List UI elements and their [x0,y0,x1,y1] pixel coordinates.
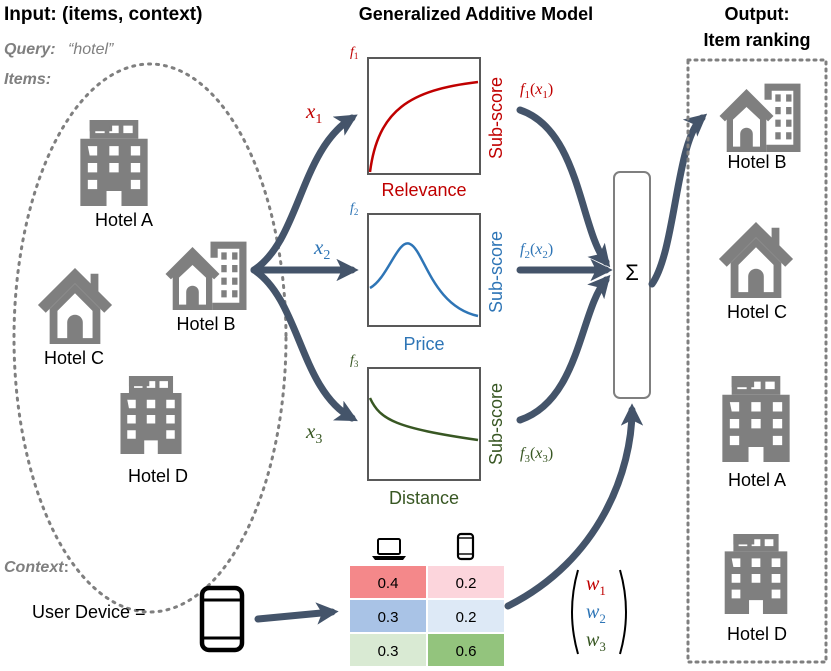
f3x3-label: f3(x3) [520,445,553,465]
f2x2-label: f2(x2) [520,241,553,261]
apartment-building-icon [80,120,148,206]
f1-curve [368,80,479,173]
query-label: Query: [4,41,56,58]
weight-vector: w1 w2 w3 [571,569,627,655]
house-icon [37,267,113,344]
apartment-building-icon [120,376,182,454]
weights-cell-value: 0.3 [378,643,399,660]
right-paren [619,569,627,655]
weights-cell [428,634,504,666]
house-icon [718,221,794,298]
ranked-item-4-label: Hotel D [727,624,787,644]
f1-sub-score-label: Sub-score [486,77,506,159]
item-label-hotel-b: Hotel B [176,314,235,334]
left-paren [571,569,579,655]
x3-label: x3 [305,419,322,447]
arrow-to-f3 [250,266,358,422]
arrow-table-to-sum [504,403,644,610]
input-title: Input: (items, context) [4,4,202,25]
feature-arrows [250,114,359,422]
f2-axis-label: Price [403,334,444,354]
user-device-label: User Device = [32,602,146,622]
item-label-hotel-a: Hotel A [95,210,153,230]
x1-label: x1 [305,99,322,127]
weights-cell-value: 0.2 [456,575,477,592]
apartment-building-icon [724,534,788,614]
arrow-f1-to-sum [516,106,611,268]
weights-cell [350,566,426,598]
arrow-to-f1 [250,114,358,274]
f3-curve [368,397,479,442]
items-group-outline [12,62,288,614]
f1x1-label: f1(x1) [520,81,553,101]
weights-cell [428,600,504,632]
apartment-building-icon [722,376,790,462]
f3-sub-score-label: Sub-score [486,383,506,465]
weights-cell-value: 0.6 [456,643,477,660]
weights-cell-value: 0.2 [456,609,477,626]
weights-cell [350,600,426,632]
f2-label: f2 [350,201,358,217]
f3-plot-frame [367,367,481,481]
f2-curve [369,242,479,318]
arrow-device-to-table [254,602,339,625]
w3-label: w3 [586,629,606,654]
arrow-sum-to-output [648,113,708,288]
f3-axis-label: Distance [389,488,459,508]
sum-arrows [516,106,613,424]
weights-cell [350,634,426,666]
phone-icon [456,532,475,561]
weights-cell-value: 0.3 [378,609,399,626]
output-title-line1: Output: [725,4,790,24]
context-label: Context: [4,559,69,576]
weights-cell-value: 0.4 [378,575,399,592]
items-label: Items: [4,71,51,88]
item-label-hotel-c: Hotel C [44,348,104,368]
output-ranking-outline [686,58,828,664]
ranked-item-3-label: Hotel A [728,470,786,490]
phone-icon [199,585,245,653]
output-title-line2: Item ranking [703,30,810,50]
arrow-f3-to-sum [516,274,611,424]
f3-label: f3 [350,353,359,369]
f2-sub-score-label: Sub-score [486,231,506,313]
sum-symbol: Σ [625,260,639,285]
sum-box [613,171,651,399]
model-title: Generalized Additive Model [359,4,593,24]
f1-plot-frame [367,57,481,175]
house-with-building-icon [165,241,247,310]
x2-label: x2 [313,235,330,263]
weights-table: 0.4 0.2 0.3 0.2 0.3 0.6 [350,566,504,666]
query-value: “hotel” [68,41,114,58]
f1-axis-label: Relevance [381,180,466,200]
ranked-item-2-label: Hotel C [727,302,787,322]
w1-label: w1 [586,573,606,598]
item-label-hotel-d: Hotel D [128,466,188,486]
ranked-item-1-label: Hotel B [727,152,786,172]
f1-label: f1 [350,45,358,61]
house-with-building-icon [719,83,801,152]
laptop-icon [372,538,406,560]
weights-cell [428,566,504,598]
w2-label: w2 [586,601,606,626]
